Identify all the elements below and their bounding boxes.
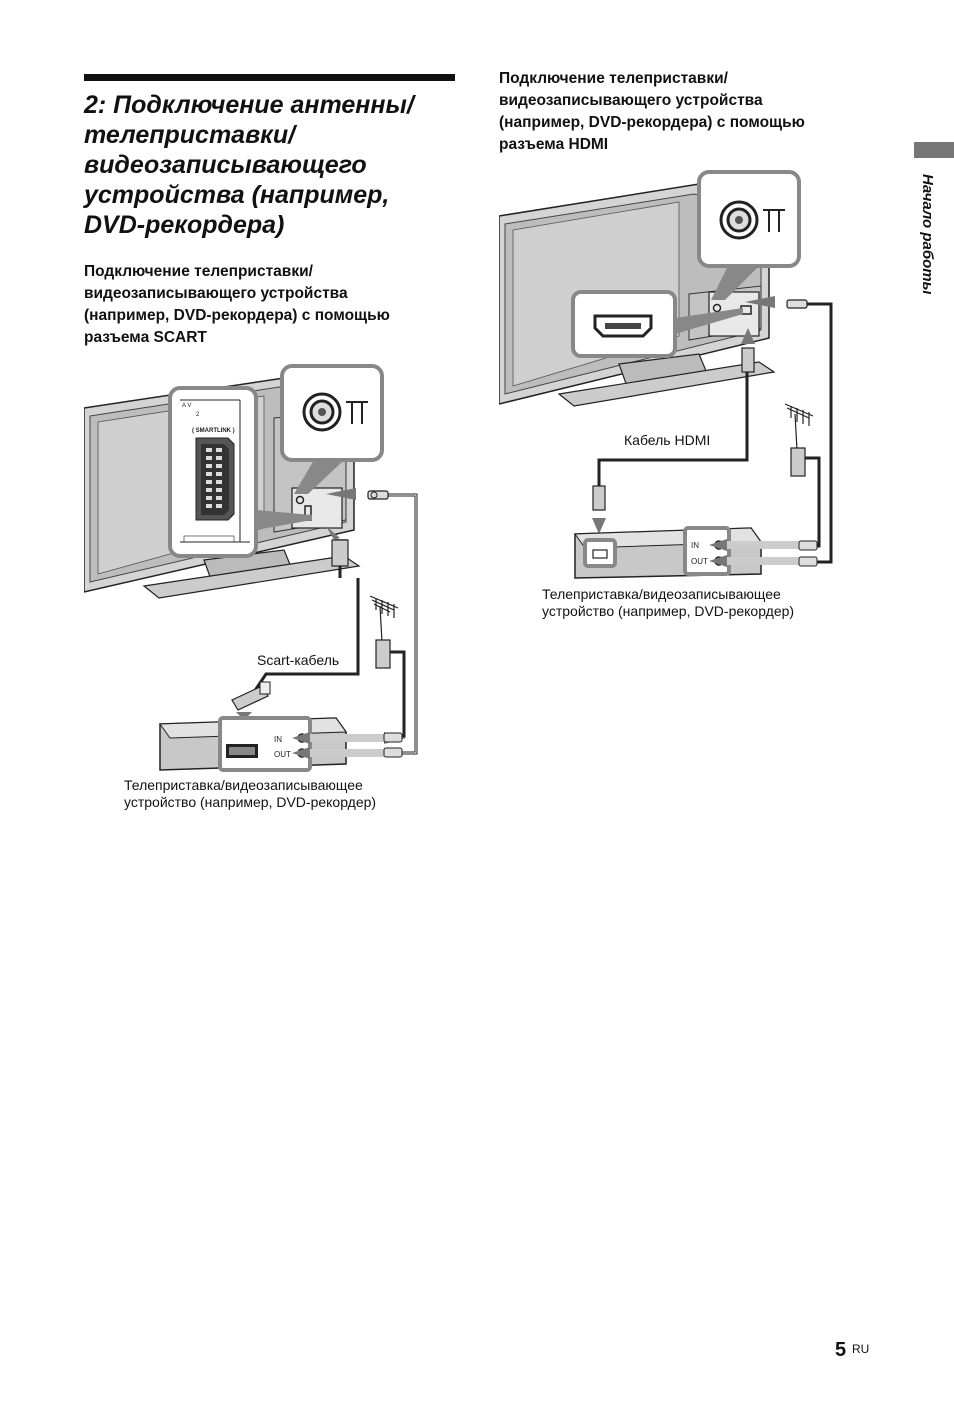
device-out-label: OUT [691, 557, 708, 566]
title-line: 2: Подключение антенны/ [84, 91, 414, 119]
antenna-port-callout [280, 364, 384, 494]
recorder-device-illustration: IN OUT [159, 716, 406, 772]
page-title: 2: Подключение антенны/ телеприставки/ в… [84, 90, 464, 240]
scart-heading: Подключение телеприставки/ видеозаписыва… [84, 261, 464, 349]
hdmi-heading: Подключение телеприставки/ видеозаписыва… [499, 68, 879, 156]
hdmi-port-callout [571, 290, 743, 358]
scart-plug-device-icon [231, 681, 271, 720]
heading-line: видеозаписывающего устройства [84, 285, 348, 302]
heading-line: Подключение телеприставки/ [499, 70, 728, 87]
recorder-device-illustration: IN OUT [574, 526, 818, 579]
panel-smartlink-label: ( SMARTLINK ) [192, 428, 235, 434]
caption-line: устройство (например, DVD-рекордер) [542, 603, 795, 619]
title-line: видеозаписывающего [84, 151, 367, 179]
antenna-icon [369, 595, 399, 669]
scart-plug-icon [326, 526, 349, 578]
title-line: DVD-рекордера) [84, 211, 285, 239]
language-code: RU [852, 1342, 870, 1356]
heading-line: (например, DVD-рекордера) с помощью [84, 307, 390, 324]
hdmi-connection-diagram: IN OUT [499, 170, 833, 579]
hdmi-plug-tv-icon [741, 328, 755, 373]
scart-connection-diagram: A V 2 ( SMARTLINK ) [84, 364, 418, 772]
heading-line: разъема HDMI [499, 136, 609, 153]
title-line: телеприставки/ [84, 121, 296, 149]
panel-av-label: A V [182, 403, 191, 409]
chapter-label: Начало работы [919, 174, 936, 295]
antenna-port-callout [697, 170, 801, 300]
title-rule [84, 74, 455, 81]
heading-line: Подключение телеприставки/ [84, 263, 313, 280]
device-in-label: IN [691, 541, 699, 550]
caption-line: Телеприставка/видеозаписывающее [542, 586, 781, 602]
coax-plug-icon [745, 296, 808, 309]
chapter-tab [914, 142, 954, 158]
scart-cable-label: Scart-кабель [257, 652, 340, 668]
heading-line: разъема SCART [84, 329, 207, 346]
coax-plug-icon [326, 488, 389, 500]
page-number: 5 [835, 1339, 847, 1361]
caption-line: устройство (например, DVD-рекордер) [124, 794, 377, 810]
scart-port-callout: A V 2 ( SMARTLINK ) [168, 386, 312, 558]
device-in-label: IN [274, 735, 282, 744]
panel-av-number: 2 [196, 412, 200, 418]
device-out-label: OUT [274, 750, 291, 759]
title-line: устройства (например, [84, 181, 390, 209]
hdmi-device-caption: Телеприставка/видеозаписывающее устройст… [542, 586, 794, 620]
caption-line: Телеприставка/видеозаписывающее [124, 777, 363, 793]
heading-line: (например, DVD-рекордера) с помощью [499, 114, 805, 131]
hdmi-plug-device-icon [592, 485, 606, 534]
heading-line: видеозаписывающего устройства [499, 92, 763, 109]
antenna-icon [784, 403, 814, 477]
hdmi-cable-label: Кабель HDMI [624, 432, 711, 448]
scart-device-caption: Телеприставка/видеозаписывающее устройст… [124, 777, 376, 811]
